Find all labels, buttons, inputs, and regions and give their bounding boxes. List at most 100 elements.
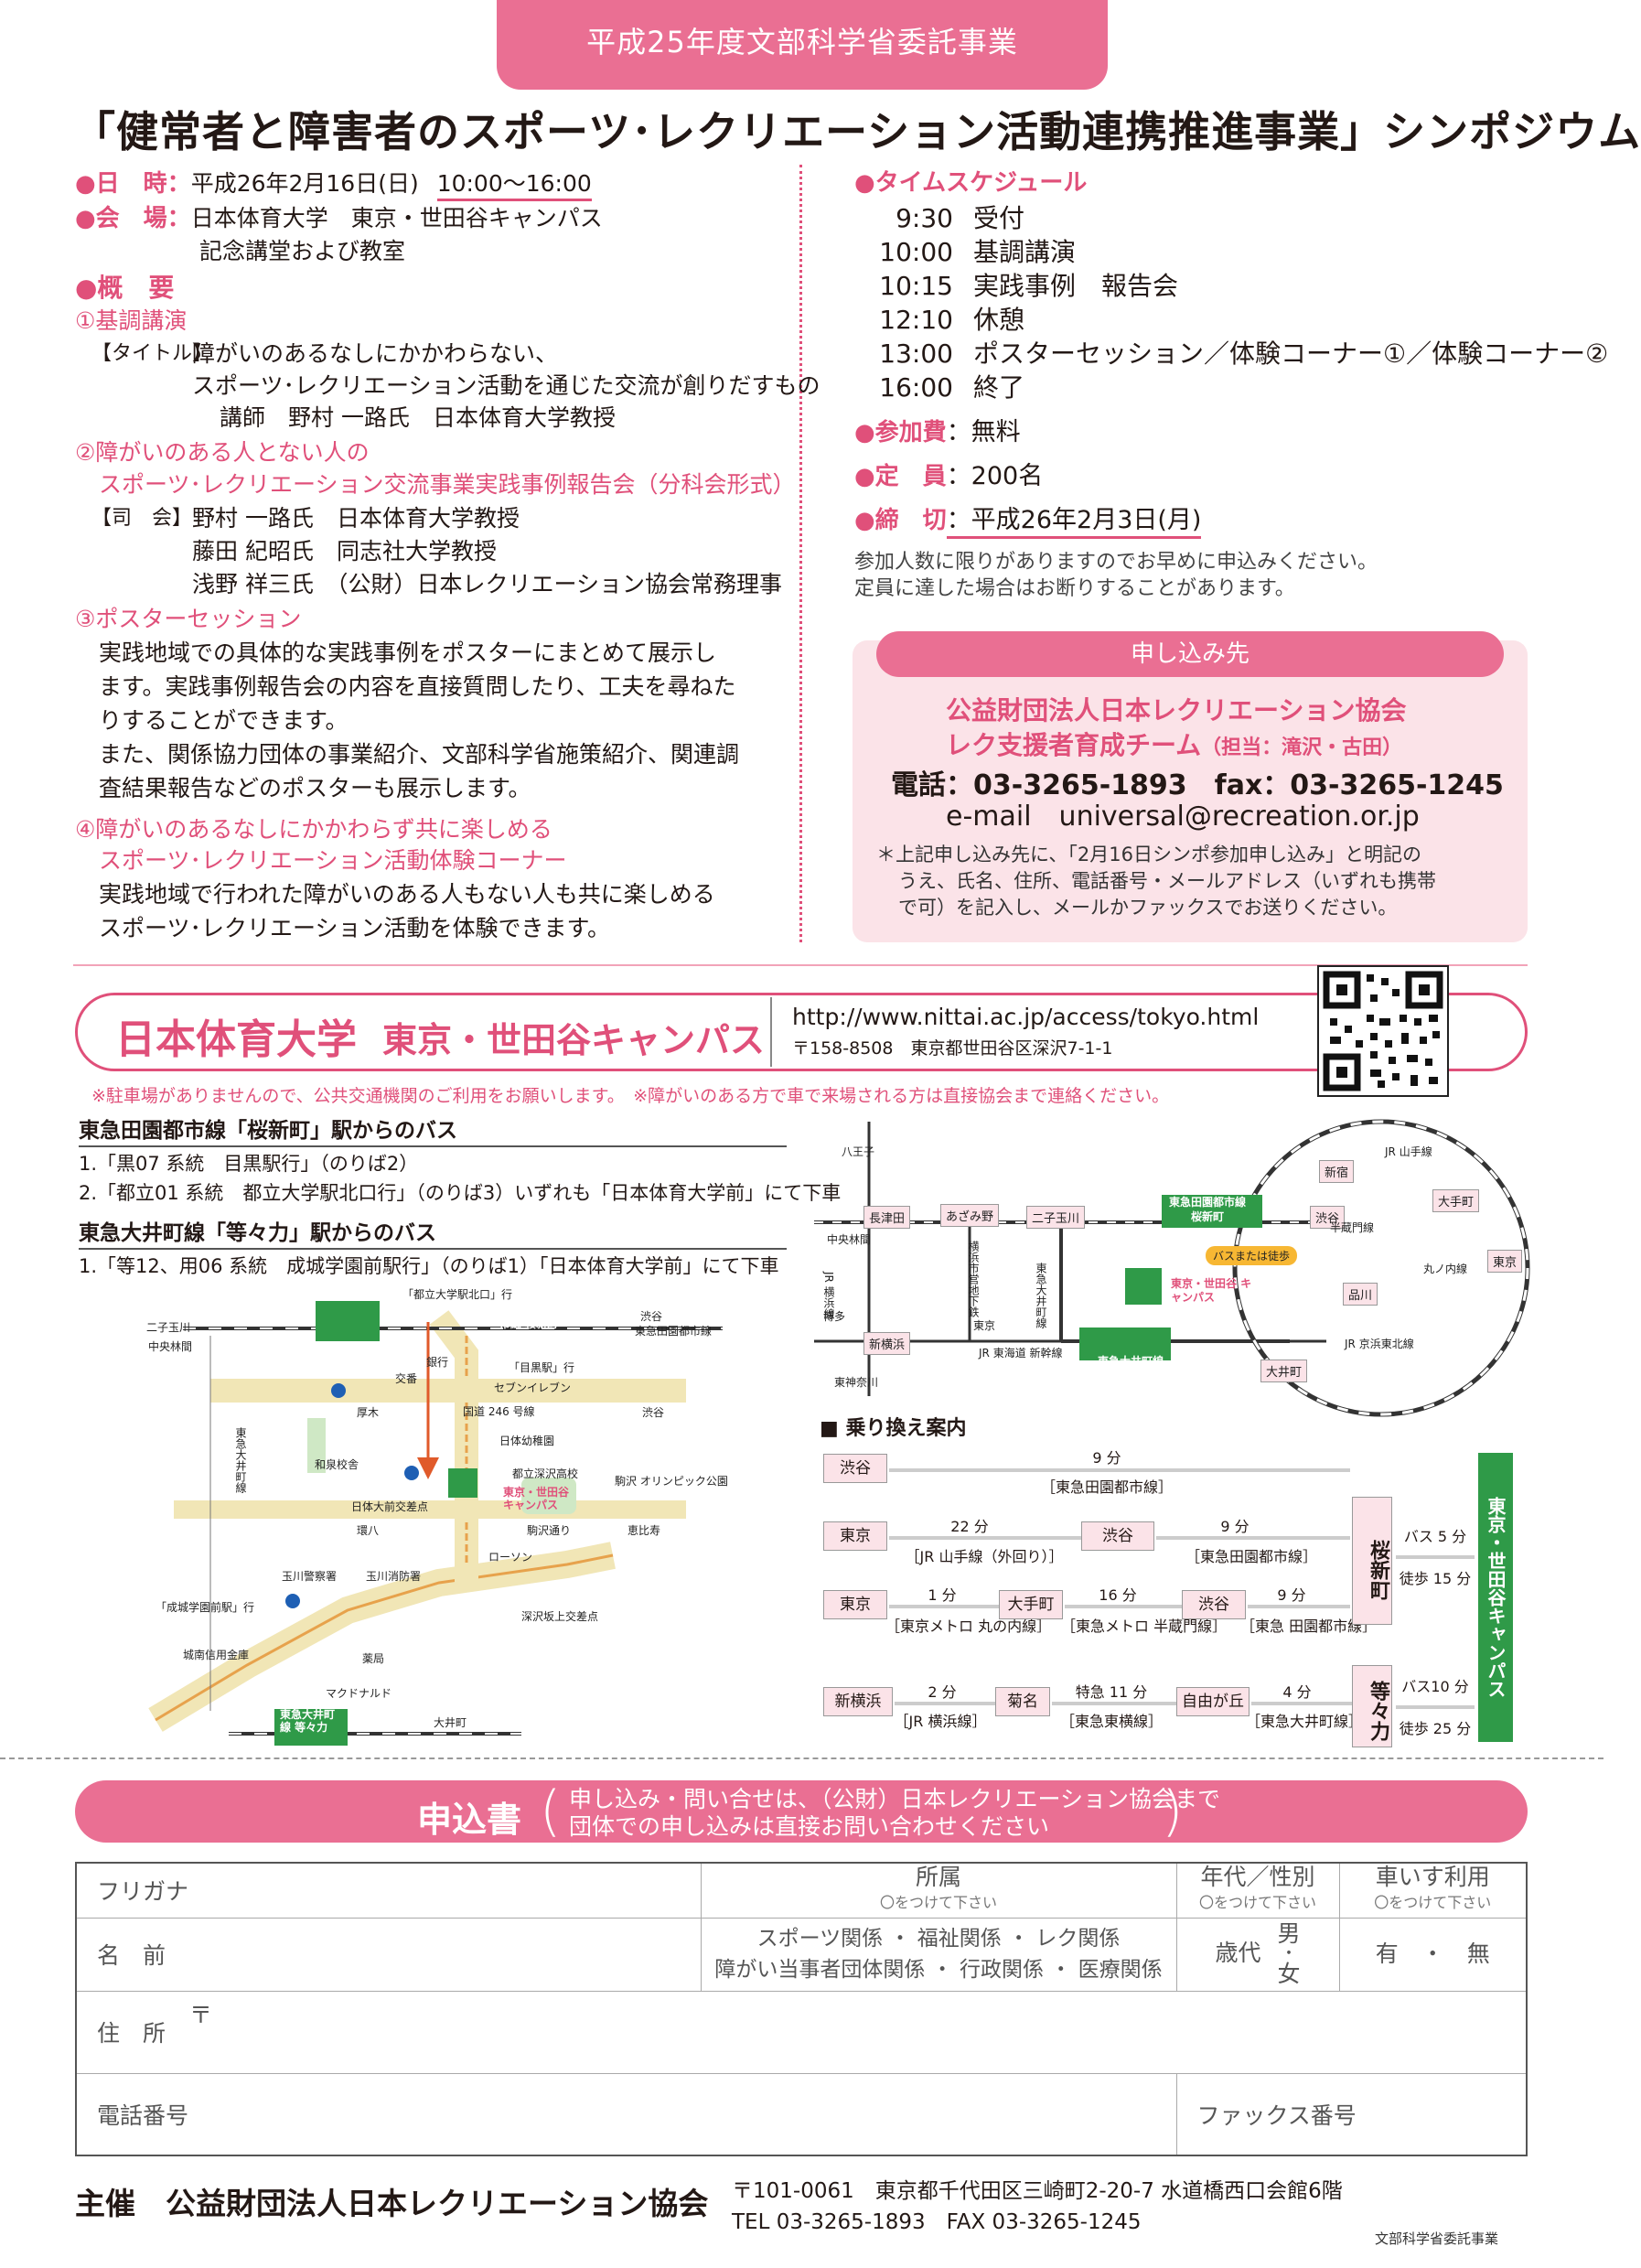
rail-map-label: 渋谷 — [1310, 1206, 1346, 1229]
rail-map-label: 大井町 — [1260, 1360, 1308, 1382]
sakura-walk-time: 徒歩 15 分 — [1399, 1570, 1472, 1587]
local-map-label: セブンイレブン — [494, 1381, 572, 1394]
rail-map-label: あざみ野 — [940, 1204, 1000, 1227]
route-minutes: 22 分 — [950, 1518, 989, 1535]
route-minutes: 4 分 — [1282, 1683, 1312, 1701]
application-banner — [75, 1780, 1528, 1843]
application-title: 申込書 — [417, 1800, 522, 1840]
todoroki-walk-time: 徒歩 25 分 — [1399, 1720, 1472, 1737]
contact-email[interactable]: e-mail universal@recreation.or.jp — [946, 801, 1420, 833]
fax-field[interactable]: ファックス番号 — [1175, 2072, 1528, 2156]
moderator-tag: 【司 会】 — [91, 507, 193, 530]
local-map-label: 東急田園都市線 — [635, 1325, 713, 1338]
local-map-label: 玉川消防署 — [366, 1570, 422, 1583]
column-divider — [799, 165, 802, 942]
age-gender-field[interactable]: 歳代 男 ・ 女 — [1175, 1917, 1340, 1992]
venue-value: 日本体育大学 東京・世田谷キャンパス — [190, 205, 603, 231]
route-line: ［JR 山手線（外回り）］ — [905, 1548, 1064, 1565]
cut-line — [0, 1757, 1603, 1759]
schedule-item: 基調講演 — [973, 237, 1077, 267]
rail-map-label: 品川 — [1343, 1283, 1378, 1306]
keynote-title-1: 障がいのあるなしにかかわらない、 — [192, 340, 559, 367]
local-map-label: 環八 — [357, 1524, 380, 1537]
route-station: 大手町 — [999, 1590, 1063, 1619]
rail-map-label: 半蔵門線 — [1330, 1221, 1375, 1234]
schedule-time: 10:00 — [879, 237, 953, 267]
capacity-label: ●定 員 — [854, 463, 947, 490]
fee-row: ●参加費：無料 — [854, 415, 1021, 450]
application-note: 申し込み・問い合せは、（公財）日本レクリエーション協会まで 団体での申し込みは直… — [569, 1786, 1220, 1841]
venue-value-2: 記念講堂および教室 — [199, 238, 406, 264]
gender-male[interactable]: 男 — [1277, 1920, 1301, 1947]
local-map-label: 厚木 — [357, 1406, 380, 1419]
age-unit: 歳代 — [1215, 1940, 1261, 1966]
local-map-label: 渋谷 — [642, 1406, 665, 1419]
affiliation-options-2[interactable]: 障がい当事者団体関係 ・ 行政関係 ・ 医療関係 — [714, 1958, 1163, 1982]
route-arrow-icon — [889, 1536, 1081, 1540]
route-station: 新横浜 — [823, 1687, 893, 1716]
local-map-label: 薬局 — [362, 1652, 385, 1665]
wheelchair-label: 車いす利用 — [1375, 1864, 1490, 1891]
local-map-label: 玉川警察署 — [282, 1570, 338, 1583]
schedule-time: 13:00 — [879, 339, 953, 369]
gender-female[interactable]: 女 — [1277, 1961, 1301, 1987]
local-map-label: 「目黒駅」行 — [509, 1361, 575, 1374]
local-area-map — [137, 1281, 759, 1747]
route-arrow-icon — [889, 1605, 999, 1608]
bus-heading-sakurashinmachi: 東急田園都市線「桜新町」駅からのバス — [79, 1116, 787, 1147]
fee-value: ：無料 — [946, 418, 1021, 446]
rail-map-label: 二子玉川 — [1026, 1206, 1086, 1229]
affiliation-options[interactable]: スポーツ関係 ・ 福祉関係 ・ レク関係 障がい当事者団体関係 ・ 行政関係 ・… — [700, 1917, 1177, 1992]
bus-route-2: 2.「都立01 系統 都立大学駅北口行」（のりば3）いずれも「日本体育大学前」に… — [79, 1182, 842, 1204]
contact-heading: 申し込み先 — [876, 631, 1504, 677]
contact-team: レク支援者育成チーム — [946, 730, 1202, 760]
contact-org: 公益財団法人日本レクリエーション協会 — [946, 695, 1407, 726]
time-value: 10:00～16:00 — [436, 170, 592, 201]
keynote-lecturer: 講師 野村 一路氏 日本体育大学教授 — [220, 404, 616, 431]
rail-map-label: 横浜市営地下鉄 — [967, 1241, 980, 1317]
event-date-row: ●日 時：平成26年2月16日(日) 10:00～16:00 — [75, 167, 592, 201]
local-map-label: 和泉校舎 — [315, 1458, 359, 1471]
rail-map-label: 丸ノ内線 — [1423, 1263, 1468, 1275]
page-title: 「健常者と障害者のスポーツ･レクリエーション活動連携推進事業」シンポジウム — [73, 107, 1641, 156]
local-map-label: 銀行 — [426, 1356, 449, 1369]
contact-person: （担当：滝沢・古田） — [1201, 736, 1403, 759]
rail-map-label: 中央林間 — [827, 1233, 872, 1246]
furigana-field[interactable]: フリガナ — [75, 1862, 702, 1919]
gender-options[interactable]: 男 ・ 女 — [1277, 1920, 1301, 1987]
moderator-3: 浅野 祥三氏 （公財）日本レクリエーション協会常務理事 — [192, 571, 782, 597]
terminal-todoroki: 等々力 — [1352, 1665, 1392, 1747]
schedule-item: 終了 — [973, 372, 1025, 403]
address-field[interactable]: 住 所 〒 — [75, 1990, 1528, 2074]
address-label: 住 所 — [97, 2020, 166, 2047]
date-value: 平成26年2月16日(日) — [190, 170, 419, 197]
poster-text-5: 査結果報告などのポスターも展示します。 — [99, 775, 531, 801]
route-arrow-icon — [1248, 1605, 1350, 1608]
rail-map-label: 東神奈川 — [834, 1376, 879, 1389]
capacity-row: ●定 員：200名 — [854, 459, 1043, 494]
local-map-label: 東急大井町線 等々力 — [280, 1708, 336, 1734]
route-arrow-icon — [889, 1468, 1350, 1472]
route-line: ［東京メトロ 丸の内線］ — [885, 1618, 1052, 1635]
rail-map-label: バスまたは徒歩 — [1206, 1246, 1298, 1265]
route-arrow-icon — [895, 1702, 995, 1705]
local-map-label: 駒沢通り — [527, 1524, 572, 1537]
parking-notice: ※駐車場がありませんので、公共交通機関のご利用をお願いします。 ※障がいのある方… — [91, 1086, 1170, 1106]
local-map-label: 中央林間 — [148, 1340, 193, 1353]
name-field[interactable]: 名 前 — [75, 1917, 702, 1992]
affiliation-options-1[interactable]: スポーツ関係 ・ 福祉関係 ・ レク関係 — [756, 1927, 1121, 1951]
rail-map-label: JR 京浜東北線 — [1345, 1338, 1414, 1350]
rail-map-label: 東京 — [973, 1319, 996, 1332]
local-map-label: 駒沢 オリンピック公園 — [615, 1475, 728, 1488]
furigana-label: フリガナ — [97, 1878, 189, 1906]
campus-divider — [770, 997, 772, 1067]
rail-map-label: JR 東海道 新幹線 — [979, 1347, 1063, 1360]
bus-route-3: 1.「等12、用06 系統 成城学園前駅行」（のりば1）「日本体育大学前」にて下… — [79, 1255, 779, 1277]
route-minutes: 9 分 — [1277, 1586, 1306, 1604]
keynote-title-tag: 【タイトル】 — [91, 342, 213, 365]
phone-field[interactable]: 電話番号 — [75, 2072, 1177, 2156]
application-note-2: 団体での申し込みは直接お問い合わせください — [569, 1813, 1050, 1840]
wheelchair-options[interactable]: 有 ・ 無 — [1338, 1917, 1528, 1992]
campus-url[interactable]: http://www.nittai.ac.jp/access/tokyo.htm… — [792, 1004, 1260, 1030]
local-map-label: 日体幼稚園 — [499, 1435, 555, 1447]
